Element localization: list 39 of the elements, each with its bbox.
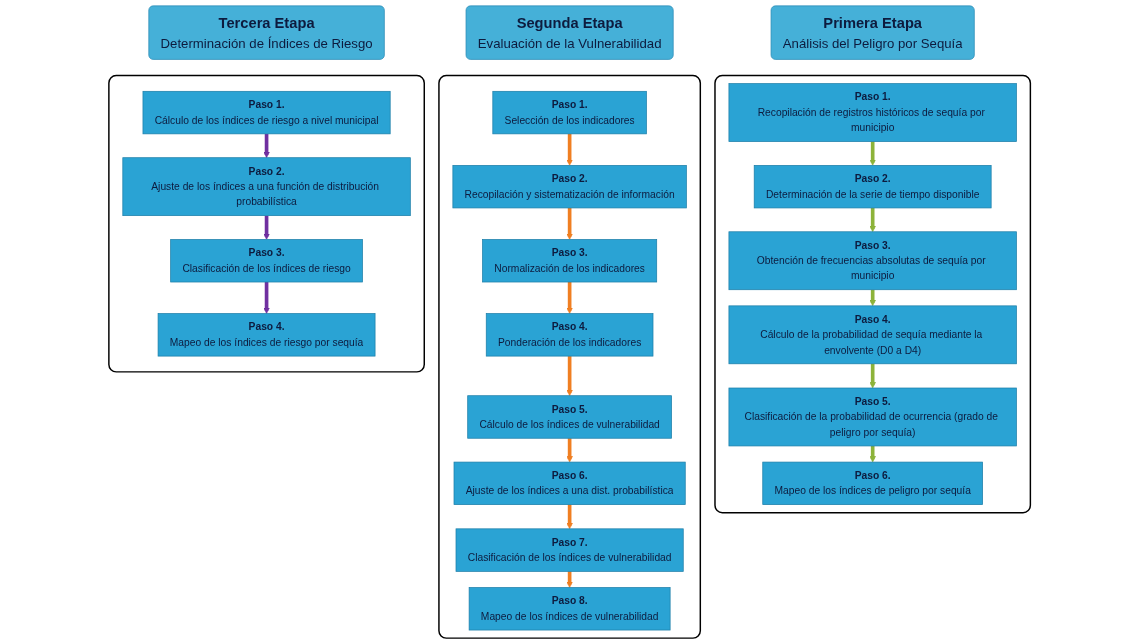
arrow: [869, 363, 877, 389]
arrow: [263, 282, 271, 314]
cluster: [108, 74, 426, 373]
node-box: Paso 1. Cálculo de los índices de riesgo a nivel municipal: [142, 90, 391, 135]
arrow: [869, 289, 877, 307]
node-box: Paso 4. Ponderación de los indicadores: [486, 313, 654, 357]
node-box: Paso 2. Determinación de la serie de tiempo disponible: [754, 165, 992, 209]
node-box: Segunda Etapa Evaluación de la Vulnerabilidad: [466, 5, 674, 60]
node-box: Paso 4. Mapeo de los índices de riesgo por sequía: [158, 313, 376, 357]
cluster: [714, 74, 1032, 514]
arrow: [869, 141, 877, 166]
arrow: [263, 215, 271, 240]
arrow: [566, 504, 574, 530]
node-box: Paso 2. Recopilación y sistematización de información: [452, 165, 688, 209]
node-box: Paso 3. Clasificación de los índices de riesgo: [170, 239, 364, 283]
node-box: Paso 7. Clasificación de los índices de vulnerabilidad: [456, 528, 684, 572]
arrow: [566, 570, 574, 588]
arrow: [566, 438, 574, 463]
node-box: Paso 6. Ajuste de los índices a una dist. probabilística: [454, 461, 686, 505]
arrow: [869, 445, 877, 463]
node-box: Paso 5. Cálculo de los índices de vulnerabilidad: [467, 395, 673, 439]
node-box: Paso 6. Mapeo de los índices de peligro por sequía: [762, 461, 984, 505]
node-box: Tercera Etapa Determinación de Índices de Riesgo: [148, 5, 386, 60]
node-box: Paso 8. Mapeo de los índices de vulnerabilidad: [469, 587, 671, 631]
node-box: Paso 4. Cálculo de la probabilidad de sequía mediante la envolvente (D0 a D4): [728, 305, 1018, 365]
node-box: Primera Etapa Análisis del Peligro por Sequía: [771, 5, 976, 60]
cluster: [438, 74, 702, 639]
arrow: [869, 207, 877, 233]
arrow: [566, 133, 574, 166]
node-box: Paso 2. Ajuste de los índices a una función de distribución probabilística: [122, 157, 412, 216]
node-box: Paso 1. Selección de los indicadores: [492, 90, 648, 135]
node-box: Paso 1. Recopilación de registros históricos de sequía por municipio: [728, 83, 1018, 142]
arrow: [566, 282, 574, 314]
arrow: [566, 356, 574, 396]
arrow: [566, 207, 574, 240]
node-box: Paso 5. Clasificación de la probabilidad de ocurrencia (grado de peligro por sequía): [728, 387, 1018, 447]
node-box: Paso 3. Normalización de los indicadores: [482, 239, 658, 283]
arrow: [263, 133, 271, 158]
node-box: Paso 3. Obtención de frecuencias absolutas de sequía por municipio: [728, 231, 1018, 291]
